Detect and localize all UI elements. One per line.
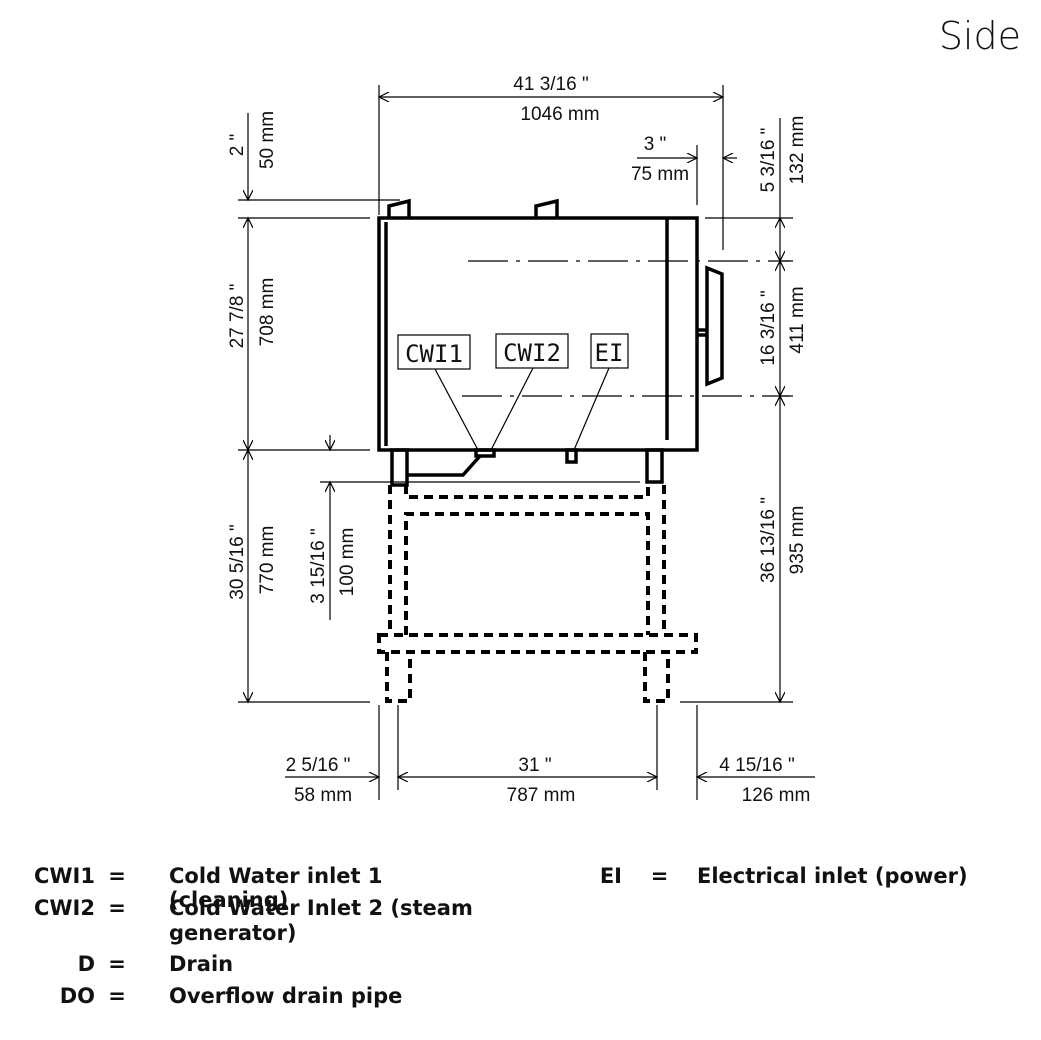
svg-text:50 mm: 50 mm — [257, 111, 278, 169]
callout-cwi1: CWI1 — [397, 334, 479, 451]
svg-text:132 mm: 132 mm — [787, 116, 808, 185]
svg-text:36 13/16 ": 36 13/16 " — [758, 497, 779, 583]
dim-bottom: 2 5/16 " 58 mm 31 " 787 mm 4 15/16 " 126… — [285, 705, 815, 806]
dim-door-offset: 3 " 75 mm — [631, 134, 737, 205]
svg-text:3 15/16 ": 3 15/16 " — [308, 528, 329, 603]
legend-item: CWI1 = Cold Water inlet 1 (cleaning) — [33, 864, 383, 912]
svg-text:16 3/16 ": 16 3/16 " — [758, 290, 779, 365]
svg-text:2 5/16 ": 2 5/16 " — [286, 755, 351, 776]
svg-text:770 mm: 770 mm — [257, 526, 278, 595]
stand-outline — [377, 485, 698, 703]
svg-text:30 5/16 ": 30 5/16 " — [227, 524, 248, 599]
svg-text:CWI1: CWI1 — [405, 340, 463, 368]
svg-text:935 mm: 935 mm — [787, 506, 808, 575]
dim-left: 2 " 50 mm 27 7/8 " 708 mm 30 5/16 " 770 … — [227, 111, 400, 702]
legend-item: CWI2 = Cold Water Inlet 2 (steam generat… — [33, 896, 473, 945]
svg-text:4 15/16 ": 4 15/16 " — [719, 755, 794, 776]
dim-right: 5 3/16 " 132 mm 16 3/16 " 411 mm 36 13/1… — [680, 116, 808, 702]
svg-text:2 ": 2 " — [227, 134, 248, 157]
view-title: Side — [938, 14, 1021, 58]
legend-item: D = Drain — [77, 952, 234, 976]
svg-text:31 ": 31 " — [518, 755, 551, 776]
dim-total-width: 41 3/16 " 1046 mm — [379, 74, 723, 250]
svg-text:787 mm: 787 mm — [507, 785, 576, 806]
svg-text:1046 mm: 1046 mm — [520, 104, 599, 125]
svg-text:58 mm: 58 mm — [294, 785, 352, 806]
oven-body — [320, 198, 790, 487]
svg-text:27 7/8 ": 27 7/8 " — [227, 284, 248, 349]
callout-ei: EI — [573, 333, 629, 451]
svg-text:411 mm: 411 mm — [787, 286, 808, 353]
svg-text:75 mm: 75 mm — [631, 164, 689, 185]
svg-text:EI: EI — [595, 339, 624, 367]
svg-text:126 mm: 126 mm — [742, 785, 811, 806]
svg-text:CWI2: CWI2 — [503, 339, 561, 367]
svg-text:708 mm: 708 mm — [257, 278, 278, 347]
svg-text:100 mm: 100 mm — [337, 528, 358, 597]
svg-text:41 3/16 ": 41 3/16 " — [513, 74, 588, 95]
callout-cwi2: CWI2 — [490, 333, 569, 451]
svg-text:3 ": 3 " — [644, 134, 667, 155]
legend-item: DO = Overflow drain pipe — [59, 984, 403, 1008]
svg-text:5 3/16 ": 5 3/16 " — [758, 128, 779, 193]
legend-item: EI = Electrical inlet (power) — [599, 864, 968, 888]
side-view-drawing: CWI1 CWI2 EI 41 3/16 " 1046 mm 3 " 75 mm — [227, 74, 815, 806]
